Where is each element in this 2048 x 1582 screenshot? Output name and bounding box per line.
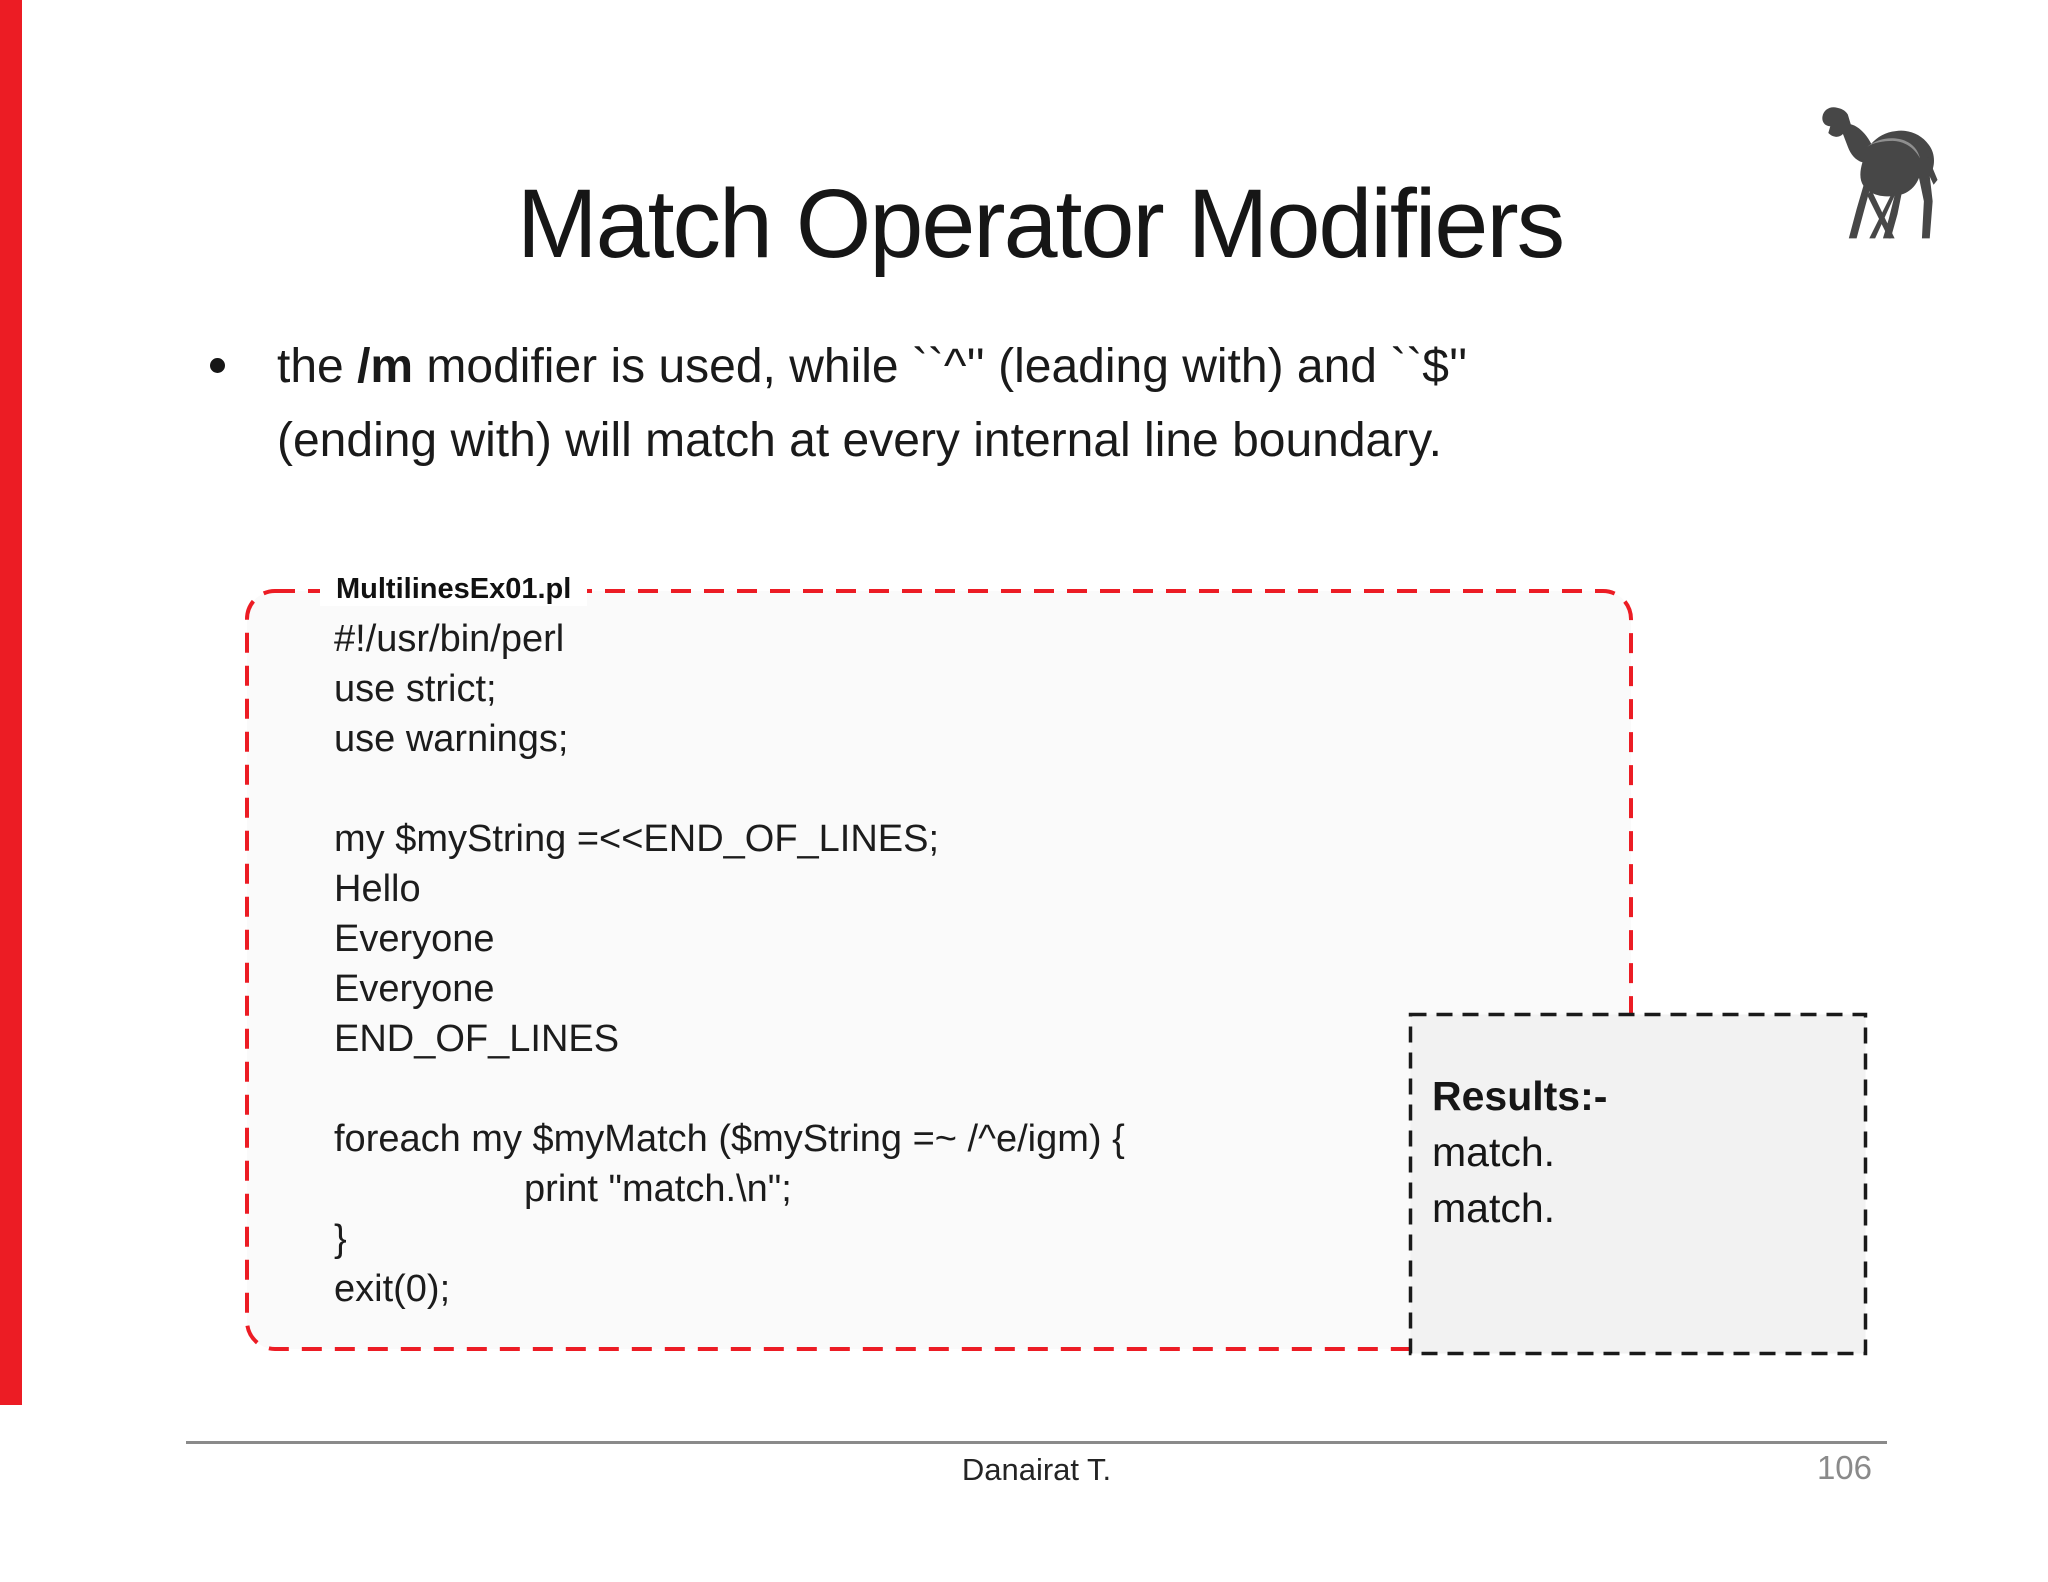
results-lines: match. match. [1432,1124,1852,1236]
camel-front-leg [1867,189,1895,239]
results-box: Results:- match. match. [1432,1068,1852,1236]
code-line: Everyone [334,968,495,1010]
code-line [334,764,1125,814]
bullet-text-line-1: the /m modifier is used, while ``^'' (le… [277,330,1677,404]
camel-body [1822,107,1934,239]
results-line: match. [1432,1185,1556,1231]
inline-bold-m-modifier: /m [357,340,414,393]
camel-logo-image [1822,107,1938,239]
camel-hump-highlight [1867,138,1920,159]
page-title: Match Operator Modifiers [516,169,1565,278]
code-line [334,1064,1125,1114]
code-line: Everyone [334,918,495,960]
results-line: match. [1432,1129,1556,1175]
code-box-filename-label: MultilinesEx01.pl [320,573,588,606]
bullet-line1-rest: modifier is used, while ``^'' (leading w… [413,340,1468,393]
code-line: exit(0); [334,1268,451,1310]
code-box-border [245,589,1633,1351]
results-box-border [1408,1012,1868,1356]
code-line: use strict; [334,668,497,710]
footer-divider [186,1441,1887,1444]
bullet-text-line-2: (ending with) will match at every intern… [277,414,1443,467]
camel-back-leg [1869,191,1897,239]
left-edge-red-bar [0,0,22,1405]
code-line: my $myString =<<END_OF_LINES; [334,818,940,860]
code-box-dashed-rect [245,589,1633,1351]
camel-tail [1923,156,1938,185]
footer-author: Danairat T. [961,1452,1112,1487]
code-listing: #!/usr/bin/perl use strict; use warnings; m… [334,614,1125,1314]
code-line: use warnings; [334,718,569,760]
bullet-line1-start: the [277,340,358,393]
results-box-dashed-rect [1408,1012,1868,1356]
results-title: Results:- [1432,1073,1608,1119]
code-line: #!/usr/bin/perl [334,618,565,660]
code-line: END_OF_LINES [334,1018,620,1060]
bullet-item: the /m modifier is used, while ``^'' (le… [277,330,1677,478]
page-number: 106 [1816,1449,1872,1486]
code-line: foreach my $myMatch ($myString =~ /^e/ig… [334,1118,1125,1160]
code-line: Hello [334,868,421,910]
code-line: } [334,1218,347,1260]
code-line: print "match.\n"; [334,1168,792,1210]
bullet-marker [210,358,225,373]
